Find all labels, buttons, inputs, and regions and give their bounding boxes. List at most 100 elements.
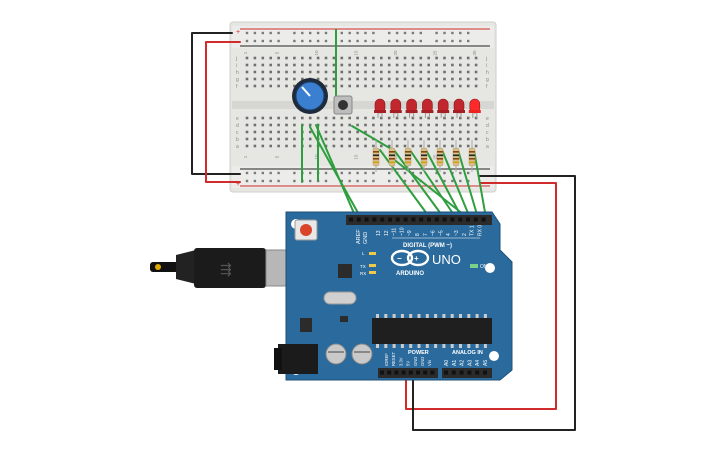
row-letter: b bbox=[486, 137, 489, 143]
usb-chip bbox=[338, 264, 352, 278]
power-pin-label: Vin bbox=[427, 359, 432, 366]
led-icon[interactable] bbox=[389, 98, 402, 118]
capacitor-left bbox=[325, 343, 347, 365]
usb-icon: ⇶ bbox=[220, 261, 232, 277]
wire-green-button-pin[interactable] bbox=[315, 124, 357, 219]
wire-black-left[interactable] bbox=[191, 32, 241, 175]
led-icon[interactable] bbox=[421, 98, 434, 118]
usb-plug-body bbox=[194, 248, 266, 288]
row-letter: h bbox=[236, 70, 239, 76]
usb-cable-tail bbox=[150, 262, 180, 272]
digital-pin-label: 8 bbox=[415, 233, 421, 236]
resistor-icon[interactable] bbox=[420, 140, 428, 172]
led-icon[interactable] bbox=[374, 98, 386, 118]
led-icon[interactable] bbox=[405, 98, 418, 118]
column-number: 1 bbox=[243, 155, 248, 158]
digital-pin-label: RX 0 bbox=[477, 225, 483, 236]
digital-pin-label: ~3 bbox=[454, 230, 460, 236]
column-number: 20 bbox=[393, 154, 398, 160]
rx-label: RX bbox=[360, 271, 366, 276]
arduino-brand: ARDUINO bbox=[396, 271, 424, 277]
resistor-icon[interactable] bbox=[468, 140, 476, 172]
row-letter: d bbox=[236, 123, 239, 129]
wire-green-led-4[interactable] bbox=[425, 149, 463, 219]
on-label: ON bbox=[480, 264, 488, 270]
row-letter: f bbox=[486, 84, 488, 90]
digital-pin-label: 13 bbox=[376, 230, 382, 236]
resistor-icon[interactable] bbox=[372, 140, 380, 172]
svg-text:−: − bbox=[397, 254, 402, 263]
column-number: 15 bbox=[354, 154, 359, 160]
led-icon[interactable] bbox=[453, 98, 465, 118]
column-number: 15 bbox=[354, 50, 359, 56]
on-led-icon bbox=[470, 264, 478, 268]
column-number: 1 bbox=[243, 51, 248, 54]
resistor-icon[interactable] bbox=[436, 140, 444, 172]
row-letter: a bbox=[486, 144, 489, 150]
potentiometer-knob-marker bbox=[301, 86, 311, 97]
potentiometer-icon[interactable] bbox=[292, 78, 328, 114]
crystal bbox=[323, 291, 357, 305]
row-letter: c bbox=[236, 130, 239, 136]
led-icon[interactable] bbox=[468, 98, 481, 118]
voltage-regulator bbox=[300, 318, 312, 332]
column-number: 10 bbox=[314, 50, 319, 56]
top-power-rail bbox=[232, 26, 494, 48]
analog-pin-label: A2 bbox=[460, 360, 466, 366]
column-number: 10 bbox=[314, 154, 319, 160]
resistor-icon[interactable] bbox=[404, 140, 412, 172]
row-letter: j bbox=[485, 56, 487, 62]
digital-header bbox=[346, 215, 492, 225]
column-number: 25 bbox=[433, 154, 438, 160]
digital-pin-label: ~6 bbox=[431, 230, 437, 236]
power-label: POWER bbox=[408, 350, 429, 356]
arduino-model: UNO bbox=[432, 252, 461, 267]
l-label: L bbox=[362, 251, 365, 256]
power-pin-label: IOREF bbox=[384, 353, 389, 366]
led-icon[interactable] bbox=[437, 98, 450, 118]
digital-pin-label: ~10 bbox=[399, 227, 405, 236]
wire-green-led-1[interactable] bbox=[379, 149, 431, 219]
wire-green-diag[interactable] bbox=[391, 157, 469, 219]
digital-pin-label: 4 bbox=[446, 233, 452, 236]
column-number: 5 bbox=[275, 155, 280, 158]
resistor-icon[interactable] bbox=[388, 140, 396, 172]
resistor-icon[interactable] bbox=[452, 140, 460, 172]
wire-red-5v[interactable] bbox=[405, 182, 557, 410]
wire-green-button-out[interactable] bbox=[351, 125, 394, 151]
row-letter: e bbox=[486, 116, 489, 122]
wire-green-led-2[interactable] bbox=[393, 149, 445, 219]
analog-pin-label: A5 bbox=[483, 360, 489, 366]
digital-pin-label: 2 bbox=[462, 233, 468, 236]
column-number: 25 bbox=[433, 50, 438, 56]
digital-label: DIGITAL (PWM ~) bbox=[403, 243, 452, 249]
power-pin-label: 3.3V bbox=[398, 357, 403, 366]
row-letter: e bbox=[236, 116, 239, 122]
row-letter: i bbox=[486, 63, 487, 69]
power-pin-label: GND bbox=[413, 357, 418, 366]
wire-black-gnd[interactable] bbox=[412, 175, 576, 431]
wire-green-led-6[interactable] bbox=[457, 149, 479, 219]
power-pin-label: GND bbox=[420, 357, 425, 366]
digital-pin-label: 12 bbox=[384, 230, 390, 236]
wire-green-led-3[interactable] bbox=[409, 149, 457, 219]
rail-plus-label: + bbox=[236, 29, 240, 36]
led-array bbox=[374, 98, 481, 118]
digital-pin-label: TX 1 bbox=[470, 225, 476, 236]
wire-green-led-7[interactable] bbox=[473, 149, 487, 219]
wire-red-left[interactable] bbox=[205, 41, 241, 183]
power-header bbox=[378, 368, 438, 378]
wire-green-led-5[interactable] bbox=[441, 149, 471, 219]
row-letter: g bbox=[236, 77, 239, 83]
column-number: 20 bbox=[393, 50, 398, 56]
analog-pin-label: A4 bbox=[475, 360, 481, 366]
pushbutton-icon[interactable] bbox=[333, 95, 353, 115]
analog-label: ANALOG IN bbox=[452, 350, 483, 356]
